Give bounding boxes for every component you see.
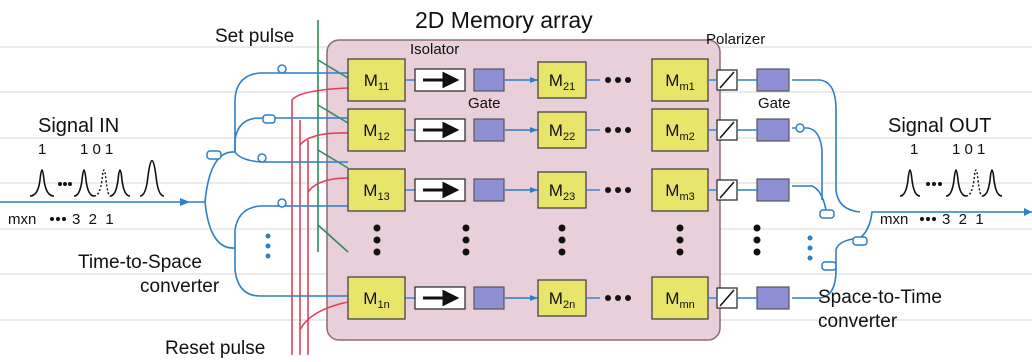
signal-in-bits-101: 1 0 1 — [80, 141, 113, 158]
signal-out-bit-1: 1 — [910, 141, 918, 158]
gate-4 — [473, 286, 505, 310]
memory-cell-1-4-label: M1n — [363, 289, 389, 311]
input-ellipsis — [265, 233, 271, 259]
reset-pulse-lines — [291, 87, 349, 355]
row-ellipsis-dot — [615, 295, 621, 301]
signal-in-zero-pulse — [93, 169, 111, 197]
gate-label-left: Gate — [468, 95, 501, 112]
stt-converter-line1: Space-to-Time — [818, 287, 942, 308]
signal-in-label: Signal IN — [38, 115, 119, 137]
row-fiber-arrows — [530, 77, 538, 301]
set-pulse-label: Set pulse — [215, 26, 294, 47]
input-fiber-network — [0, 72, 348, 297]
signal-in-sequence-numbers: 3 2 1 — [72, 211, 114, 228]
memory-cell-1-2-box — [347, 108, 406, 152]
gate-label-right: Gate — [758, 95, 791, 112]
row-ellipsis-dot — [615, 127, 621, 133]
memory-cell-m-3-label: Mm3 — [665, 181, 694, 203]
output-couplers — [795, 123, 868, 271]
output-gate-4 — [756, 286, 790, 310]
signal-out-dots — [926, 182, 942, 186]
polarizer-slash-icon — [719, 71, 735, 89]
memory-cell-m-1-label: Mm1 — [665, 71, 694, 93]
memory-cell-m-1-box — [651, 58, 709, 102]
stt-converter-line2: converter — [818, 311, 898, 332]
signal-in-sequence-dots — [50, 217, 66, 221]
output-ellipsis — [807, 235, 813, 261]
polarizer-slash-icon — [719, 289, 735, 307]
row-ellipsis-dot — [625, 295, 631, 301]
isolator-arrow-icon — [423, 121, 460, 139]
signal-out-sequence-numbers: 3 2 1 — [942, 211, 984, 228]
memory-cell-m-4-box — [651, 276, 709, 320]
row-ellipsis-dot — [615, 77, 621, 83]
polarizer-label: Polarizer — [706, 31, 765, 48]
memory-cell-1-1-box — [347, 58, 406, 102]
output-gate-1 — [756, 68, 790, 92]
input-couplers — [206, 64, 287, 208]
memory-cell-m-2-box — [651, 108, 709, 152]
polarizer-slash-icon — [719, 181, 735, 199]
set-pulse-lines — [317, 20, 349, 253]
memory-cell-1-3-label: M13 — [363, 181, 389, 203]
gate-2 — [473, 118, 505, 142]
memory-cell-m-2-label: Mm2 — [665, 121, 694, 143]
reset-pulse-label: Reset pulse — [165, 338, 265, 359]
memory-cell-2-1-label: M21 — [549, 71, 575, 93]
isolator-arrow-icon — [423, 181, 460, 199]
input-arrowhead — [180, 198, 190, 206]
signal-in-pulses — [29, 159, 165, 197]
memory-cell-1-1-label: M11 — [364, 71, 390, 93]
memory-cell-m-3-box — [651, 168, 709, 212]
signal-out-label: Signal OUT — [888, 115, 991, 137]
row-ellipsis-dot — [605, 187, 611, 193]
gate-3 — [473, 178, 505, 202]
signal-in-bit-1: 1 — [38, 141, 46, 158]
row-ellipsis-dot — [605, 77, 611, 83]
tts-converter-line2: converter — [140, 276, 220, 297]
output-arrowhead — [1024, 208, 1032, 216]
memory-cell-2-4-label: M2n — [549, 289, 575, 311]
row-ellipsis-dot — [625, 127, 631, 133]
isolator-label: Isolator — [410, 41, 459, 58]
gate-1 — [473, 68, 505, 92]
memory-cell-1-3-box — [347, 168, 406, 212]
memory-cell-2-3-label: M23 — [549, 181, 575, 203]
signal-out-bits-101: 1 0 1 — [952, 141, 985, 158]
output-fiber-network — [792, 79, 1032, 299]
row-ellipsis-dot — [615, 187, 621, 193]
polarizer-slash-icon — [719, 121, 735, 139]
signal-in-sequence-label: mxn — [8, 211, 36, 228]
memory-cell-2-2-label: M22 — [549, 121, 575, 143]
isolator-arrow-icon — [423, 71, 460, 89]
signal-out-sequence-label: mxn — [880, 211, 908, 228]
signal-out-pulses — [899, 169, 1003, 197]
memory-cell-2-3-box — [537, 171, 587, 209]
row-ellipsis-dot — [605, 295, 611, 301]
diagram-title: 2D Memory array — [415, 7, 593, 33]
row-ellipsis-dot — [625, 77, 631, 83]
signal-in-dots — [58, 182, 72, 186]
output-gate-3 — [756, 178, 790, 202]
row-ellipsis-dot — [625, 187, 631, 193]
signal-out-zero-pulse — [965, 169, 983, 197]
row-ellipsis — [373, 224, 761, 256]
signal-out-sequence-dots — [920, 217, 936, 221]
memory-cell-m-4-label: Mmn — [665, 289, 694, 311]
output-gate-2 — [756, 118, 790, 142]
tts-converter-line1: Time-to-Space — [78, 252, 202, 273]
isolator-arrow-icon — [423, 289, 460, 307]
row-ellipsis-dot — [605, 127, 611, 133]
memory-cell-1-4-box — [347, 276, 406, 320]
memory-cell-1-2-label: M12 — [363, 121, 389, 143]
